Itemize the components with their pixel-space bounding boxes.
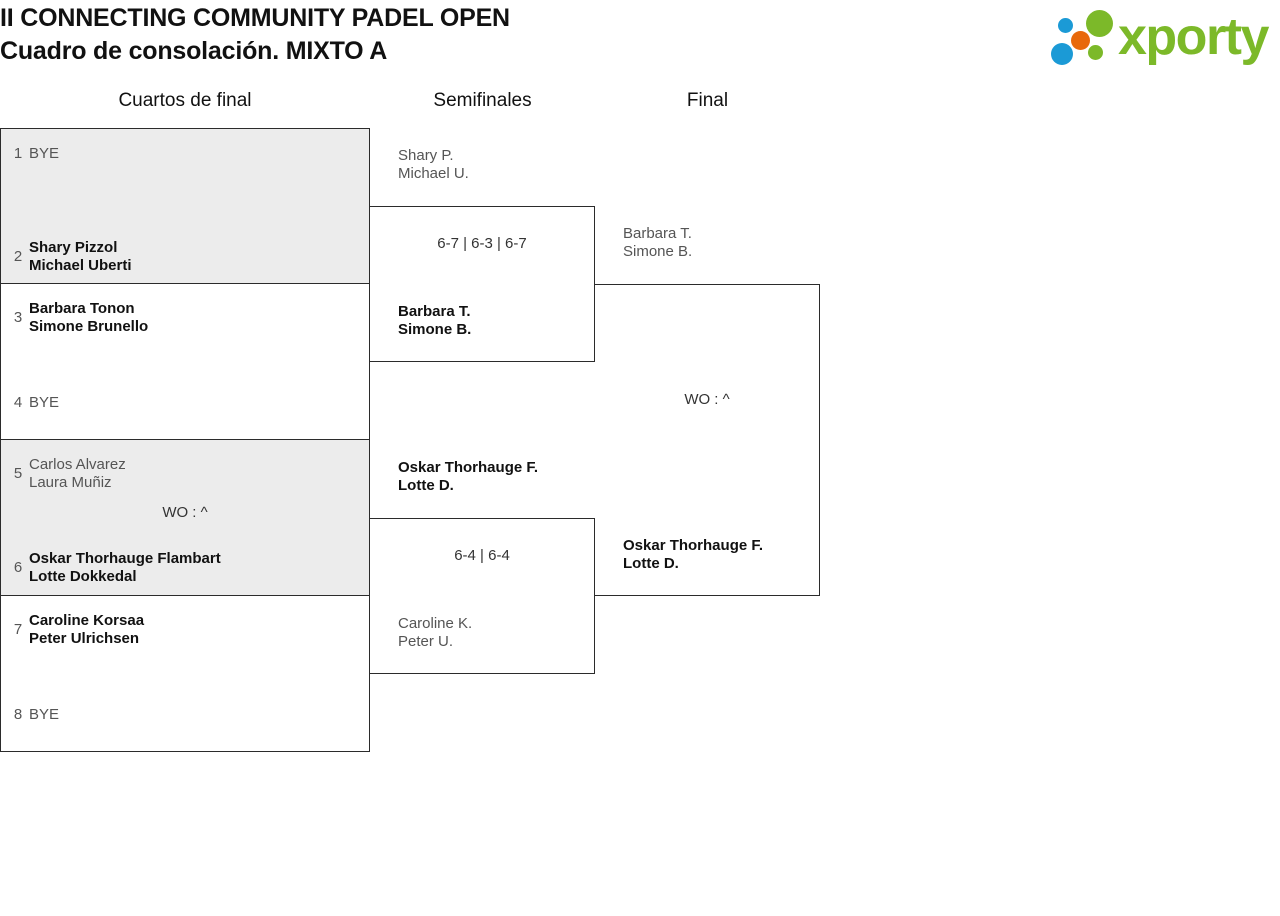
match-qf-4-top-player[interactable]: 7 Caroline Korsaa Peter Ulrichsen bbox=[1, 612, 369, 648]
connector-qf1-to-sf1 bbox=[369, 128, 370, 206]
match-final-score: WO : ^ bbox=[684, 391, 730, 408]
player-names: Caroline Korsaa Peter Ulrichsen bbox=[29, 612, 144, 648]
title-line-1: II CONNECTING COMMUNITY PADEL OPEN bbox=[0, 4, 510, 32]
player-line-1: BYE bbox=[29, 706, 60, 723]
logo-dots-icon bbox=[1050, 8, 1118, 66]
match-sf-2-top-player[interactable]: Oskar Thorhauge F. Lotte D. bbox=[370, 459, 594, 495]
match-sf-2-score: 6-4 | 6-4 bbox=[454, 547, 510, 564]
player-names: Shary P. Michael U. bbox=[398, 147, 469, 183]
player-line-1: Barbara T. bbox=[398, 303, 471, 320]
logo-wordmark: xporty bbox=[1118, 8, 1269, 66]
match-sf-2-bottom-player[interactable]: Caroline K. Peter U. bbox=[370, 615, 594, 651]
logo-dot-blue-large-icon bbox=[1051, 43, 1073, 65]
player-line-1: BYE bbox=[29, 145, 60, 162]
match-qf-1[interactable]: 1 BYE 2 Shary Pizzol Michael Uberti bbox=[0, 128, 370, 284]
player-line-1: BYE bbox=[29, 394, 60, 411]
logo-dot-blue-small-icon bbox=[1058, 18, 1073, 33]
match-qf-2[interactable]: 3 Barbara Tonon Simone Brunello 4 BYE bbox=[0, 284, 370, 440]
logo-dot-green-large-icon bbox=[1086, 10, 1113, 37]
logo-dot-orange-icon bbox=[1071, 31, 1090, 50]
player-line-2: Lotte D. bbox=[398, 477, 454, 494]
match-qf-3-bottom-player[interactable]: 6 Oskar Thorhauge Flambart Lotte Dokkeda… bbox=[1, 550, 369, 586]
match-qf-4[interactable]: 7 Caroline Korsaa Peter Ulrichsen 8 BYE bbox=[0, 596, 370, 752]
player-line-1: Oskar Thorhauge F. bbox=[398, 459, 539, 476]
player-line-2: Michael Uberti bbox=[29, 257, 132, 274]
match-qf-3-score: WO : ^ bbox=[162, 504, 208, 521]
seed-number: 8 bbox=[13, 706, 23, 723]
match-qf-3[interactable]: 5 Carlos Alvarez Laura Muñiz 6 Oskar Tho… bbox=[0, 440, 370, 596]
match-sf-1-top-player[interactable]: Shary P. Michael U. bbox=[370, 147, 594, 183]
player-line-2: Simone B. bbox=[623, 243, 693, 260]
seed-number: 6 bbox=[13, 559, 23, 576]
match-sf-1[interactable]: Shary P. Michael U. Barbara T. Simone B.… bbox=[370, 147, 595, 362]
player-line-2: Simone B. bbox=[398, 321, 472, 338]
match-sf-1-score: 6-7 | 6-3 | 6-7 bbox=[437, 235, 527, 252]
connector-sf2-to-final bbox=[594, 596, 595, 674]
logo-dot-green-small-icon bbox=[1088, 45, 1103, 60]
seed-number: 4 bbox=[13, 394, 23, 411]
player-line-1: Oskar Thorhauge Flambart bbox=[29, 550, 221, 567]
player-line-1: Caroline Korsaa bbox=[29, 612, 145, 629]
seed-number: 7 bbox=[13, 621, 23, 638]
tournament-bracket: 1 BYE 2 Shary Pizzol Michael Uberti 3 Ba… bbox=[0, 128, 1280, 916]
match-final-top-player[interactable]: Barbara T. Simone B. bbox=[595, 225, 819, 261]
xporty-logo[interactable]: xporty bbox=[1046, 6, 1274, 68]
player-names: Caroline K. Peter U. bbox=[398, 615, 472, 651]
match-qf-2-bottom-player[interactable]: 4 BYE bbox=[1, 394, 369, 412]
match-qf-1-bottom-player[interactable]: 2 Shary Pizzol Michael Uberti bbox=[1, 239, 369, 275]
match-qf-1-top-player[interactable]: 1 BYE bbox=[1, 145, 369, 163]
title-line-2: Cuadro de consolación. MIXTO A bbox=[0, 37, 388, 65]
connector-sf1-to-final bbox=[594, 206, 595, 284]
player-line-1: Barbara T. bbox=[623, 225, 692, 242]
player-line-2: Laura Muñiz bbox=[29, 474, 112, 491]
round-header-final: Final bbox=[686, 90, 729, 111]
player-names: Oskar Thorhauge F. Lotte D. bbox=[398, 459, 538, 495]
player-names: BYE bbox=[29, 394, 59, 412]
round-headers: Cuartos de final Semifinales Final bbox=[0, 90, 1280, 128]
player-line-1: Carlos Alvarez bbox=[29, 456, 126, 473]
player-names: BYE bbox=[29, 145, 59, 163]
connector-qf2-to-sf1 bbox=[369, 362, 370, 440]
player-line-2: Michael U. bbox=[398, 165, 469, 182]
player-line-2: Simone Brunello bbox=[29, 318, 149, 335]
player-names: BYE bbox=[29, 706, 59, 724]
connector-qf4-to-sf2 bbox=[369, 674, 370, 752]
player-line-2: Lotte D. bbox=[623, 555, 679, 572]
player-names: Oskar Thorhauge Flambart Lotte Dokkedal bbox=[29, 550, 221, 586]
player-line-2: Peter Ulrichsen bbox=[29, 630, 140, 647]
match-final-bottom-player[interactable]: Oskar Thorhauge F. Lotte D. bbox=[595, 537, 819, 573]
player-line-1: Caroline K. bbox=[398, 615, 473, 632]
player-line-1: Oskar Thorhauge F. bbox=[623, 537, 764, 554]
player-line-1: Shary P. bbox=[398, 147, 454, 164]
player-names: Barbara Tonon Simone Brunello bbox=[29, 300, 148, 336]
player-line-2: Lotte Dokkedal bbox=[29, 568, 137, 585]
player-names: Oskar Thorhauge F. Lotte D. bbox=[623, 537, 763, 573]
match-qf-2-top-player[interactable]: 3 Barbara Tonon Simone Brunello bbox=[1, 300, 369, 336]
player-line-1: Barbara Tonon bbox=[29, 300, 135, 317]
match-sf-1-bottom-player[interactable]: Barbara T. Simone B. bbox=[370, 303, 594, 339]
player-line-2: Peter U. bbox=[398, 633, 454, 650]
match-qf-3-top-player[interactable]: 5 Carlos Alvarez Laura Muñiz bbox=[1, 456, 369, 492]
seed-number: 1 bbox=[13, 145, 23, 162]
round-header-quarterfinals: Cuartos de final bbox=[118, 90, 252, 111]
match-sf-2[interactable]: Oskar Thorhauge F. Lotte D. Caroline K. … bbox=[370, 459, 595, 674]
seed-number: 3 bbox=[13, 309, 23, 326]
match-qf-4-bottom-player[interactable]: 8 BYE bbox=[1, 706, 369, 724]
player-names: Barbara T. Simone B. bbox=[398, 303, 471, 339]
player-names: Carlos Alvarez Laura Muñiz bbox=[29, 456, 126, 492]
match-final[interactable]: Barbara T. Simone B. Oskar Thorhauge F. … bbox=[595, 225, 820, 596]
page-header: II CONNECTING COMMUNITY PADEL OPEN Cuadr… bbox=[0, 0, 1280, 90]
round-header-semifinals: Semifinales bbox=[433, 90, 532, 111]
player-names: Barbara T. Simone B. bbox=[623, 225, 692, 261]
seed-number: 5 bbox=[13, 465, 23, 482]
connector-qf3-to-sf2 bbox=[369, 440, 370, 518]
tournament-title: II CONNECTING COMMUNITY PADEL OPEN Cuadr… bbox=[0, 2, 510, 68]
seed-number: 2 bbox=[13, 248, 23, 265]
player-names: Shary Pizzol Michael Uberti bbox=[29, 239, 132, 275]
player-line-1: Shary Pizzol bbox=[29, 239, 118, 256]
